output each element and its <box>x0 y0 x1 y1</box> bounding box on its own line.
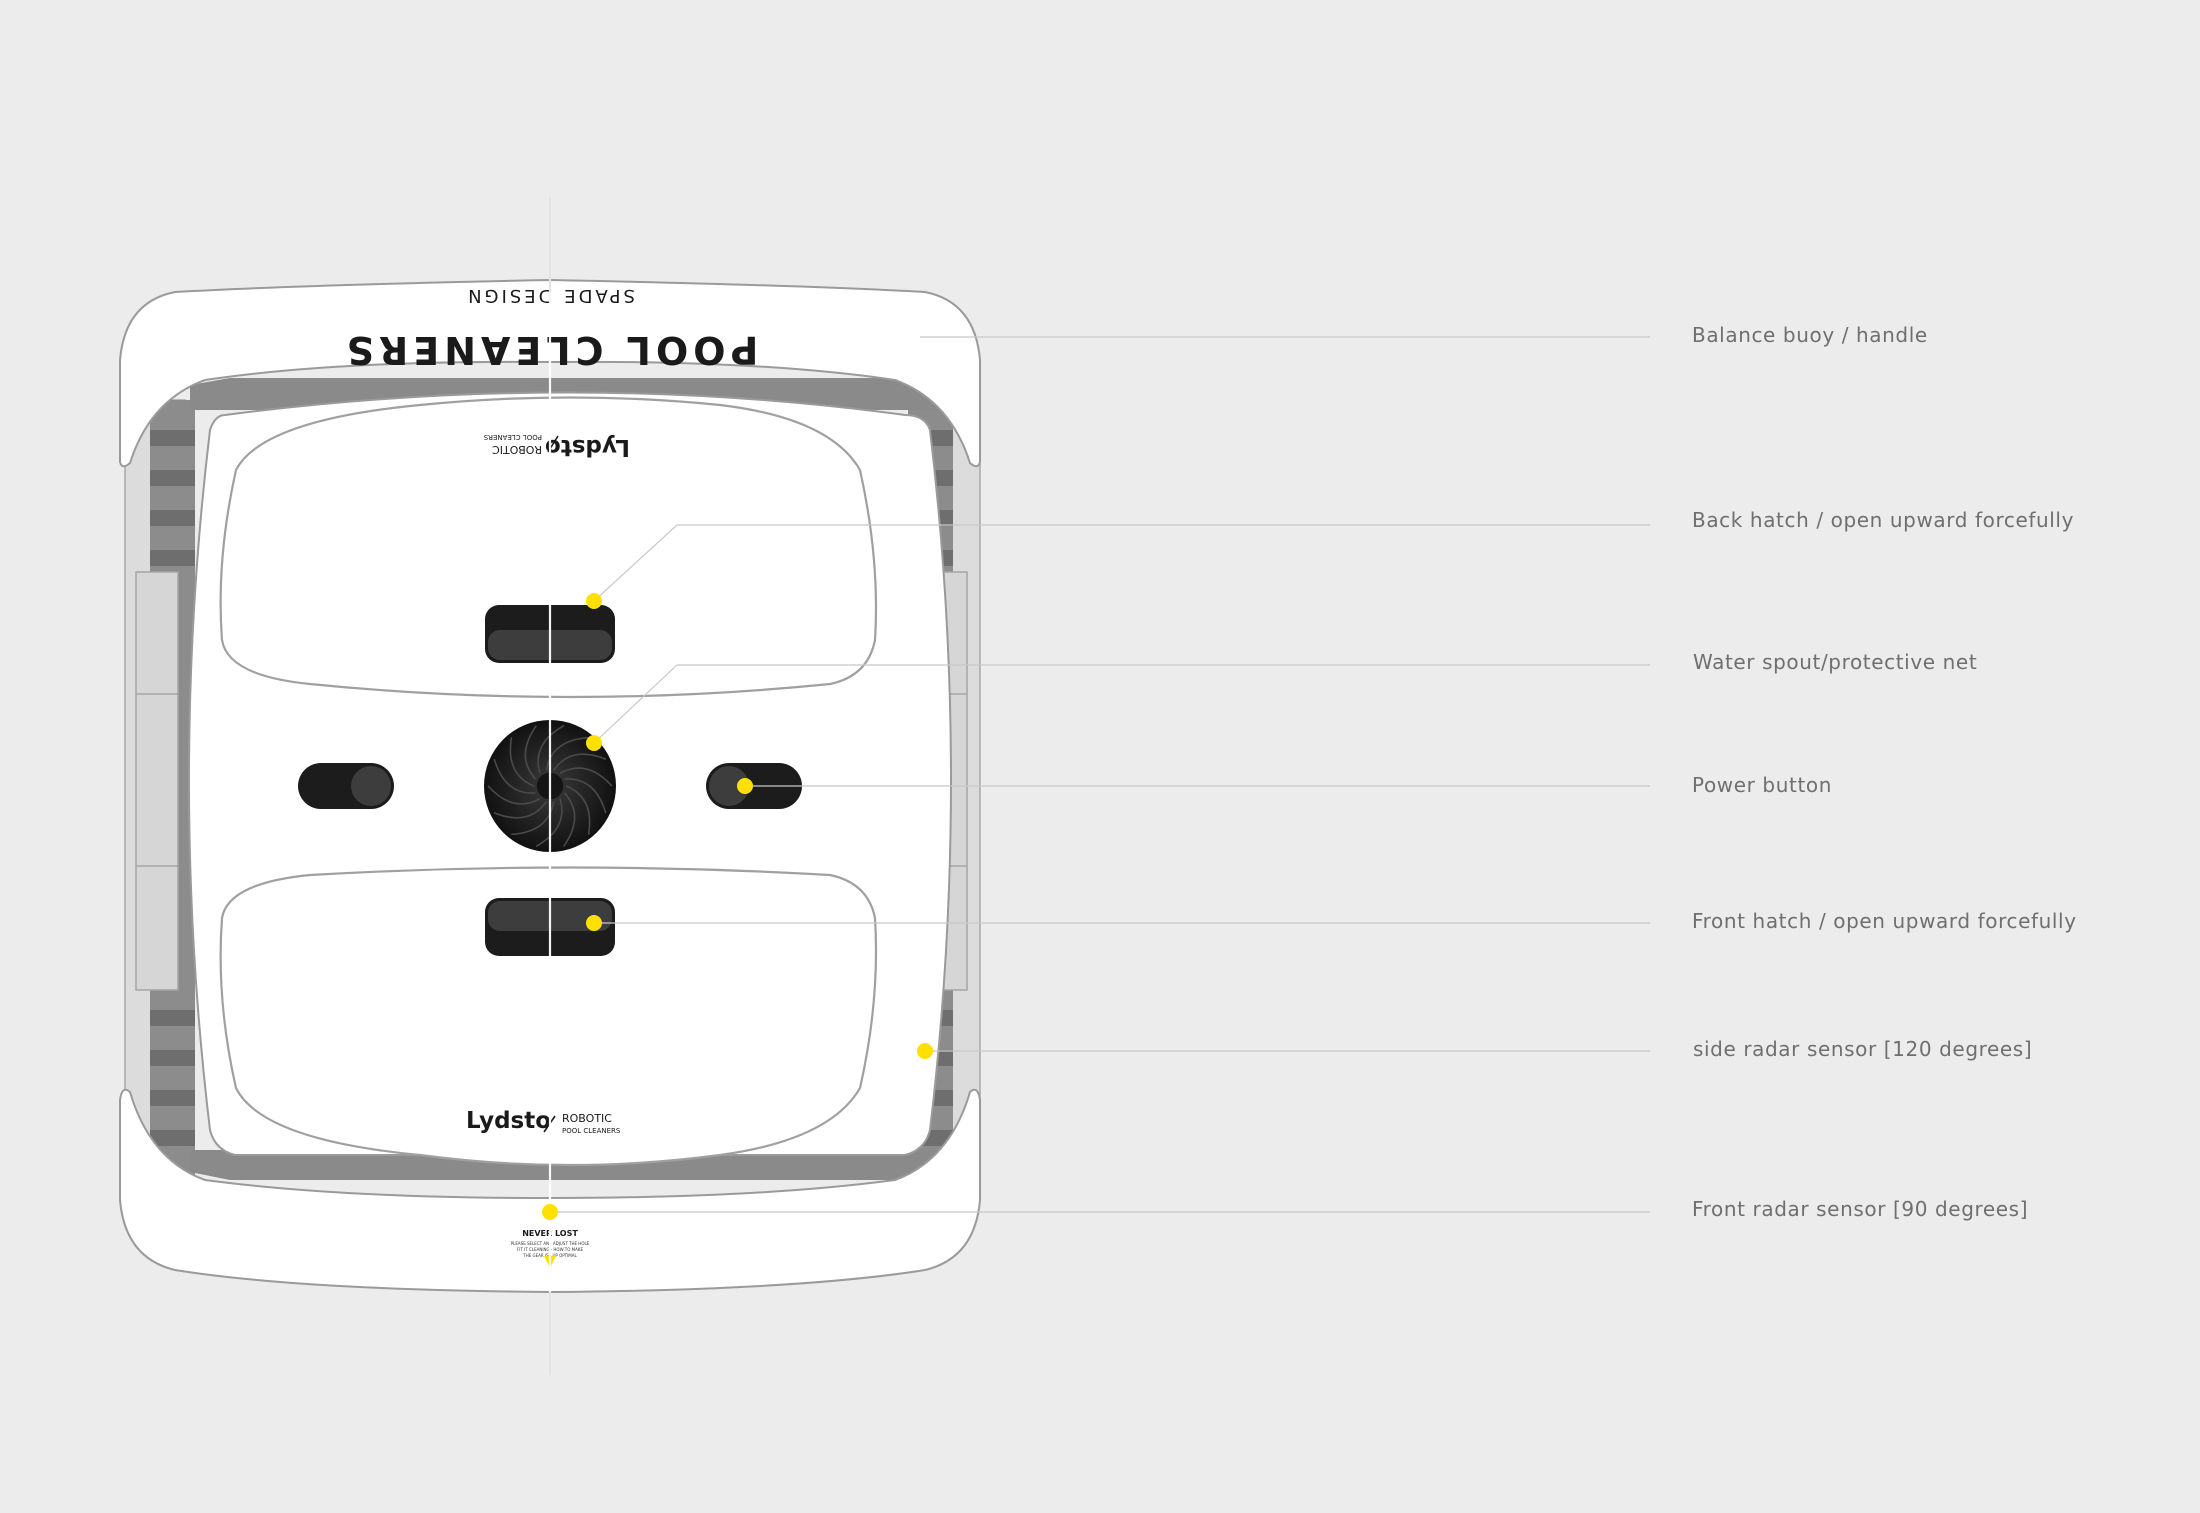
marker-front-hatch <box>586 915 602 931</box>
label-front-hatch: Front hatch / open upward forcefully <box>1692 909 2077 933</box>
left-track <box>124 399 195 1201</box>
marker-back-hatch <box>586 593 602 609</box>
brand-logo-front: Lydsto ROBOTIC POOL CLEANERS <box>466 1108 621 1135</box>
rear-bumper-buoy[interactable] <box>119 278 981 468</box>
fan-blade <box>509 737 535 787</box>
callout-markers <box>542 593 933 1220</box>
marker-water-spout <box>586 735 602 751</box>
label-water-spout: Water spout/protective net <box>1693 650 1978 674</box>
brand-logo-rear: Lydsto ROBOTIC POOL CLEANERS <box>483 433 630 460</box>
leader-back-hatch <box>593 524 1650 602</box>
svg-text:ROBOTIC: ROBOTIC <box>562 1112 612 1125</box>
svg-text:POOL CLEANERS: POOL CLEANERS <box>483 433 542 441</box>
fan-blade <box>487 785 541 805</box>
fan-blade <box>559 767 613 787</box>
fan-blade <box>535 798 563 848</box>
label-front-radar: Front radar sensor [90 degrees] <box>1692 1197 2029 1221</box>
back-hatch[interactable] <box>219 396 878 699</box>
fan-blade <box>537 724 565 774</box>
svg-text:Lydsto: Lydsto <box>545 434 630 460</box>
label-power-button: Power button <box>1692 773 1832 797</box>
fan-blade <box>511 801 555 836</box>
label-balance-buoy: Balance buoy / handle <box>1692 323 1928 347</box>
left-side-button <box>298 763 394 809</box>
fan-blade <box>552 753 607 771</box>
leader-water-spout <box>593 664 1650 744</box>
front-bumper <box>119 1088 981 1294</box>
svg-text:Lydsto: Lydsto <box>466 1108 551 1134</box>
fan-blade <box>524 725 538 780</box>
svg-text:POOL CLEANERS: POOL CLEANERS <box>562 1127 621 1135</box>
callout-leaders <box>550 336 1650 1213</box>
label-side-radar: side radar sensor [120 degrees] <box>1693 1037 2033 1061</box>
fan-blade <box>545 736 589 771</box>
fan-blade <box>565 785 591 835</box>
fan-blade <box>493 801 548 819</box>
fan-blade <box>564 778 607 814</box>
marker-side-radar <box>917 1043 933 1059</box>
fan-blade <box>562 792 576 847</box>
fan-blade <box>493 758 536 794</box>
marker-power-button <box>737 778 753 794</box>
marker-front-radar <box>542 1204 558 1220</box>
front-hatch[interactable] <box>219 866 878 1167</box>
label-back-hatch: Back hatch / open upward forcefully <box>1692 508 2075 532</box>
svg-text:ROBOTIC: ROBOTIC <box>492 443 542 456</box>
